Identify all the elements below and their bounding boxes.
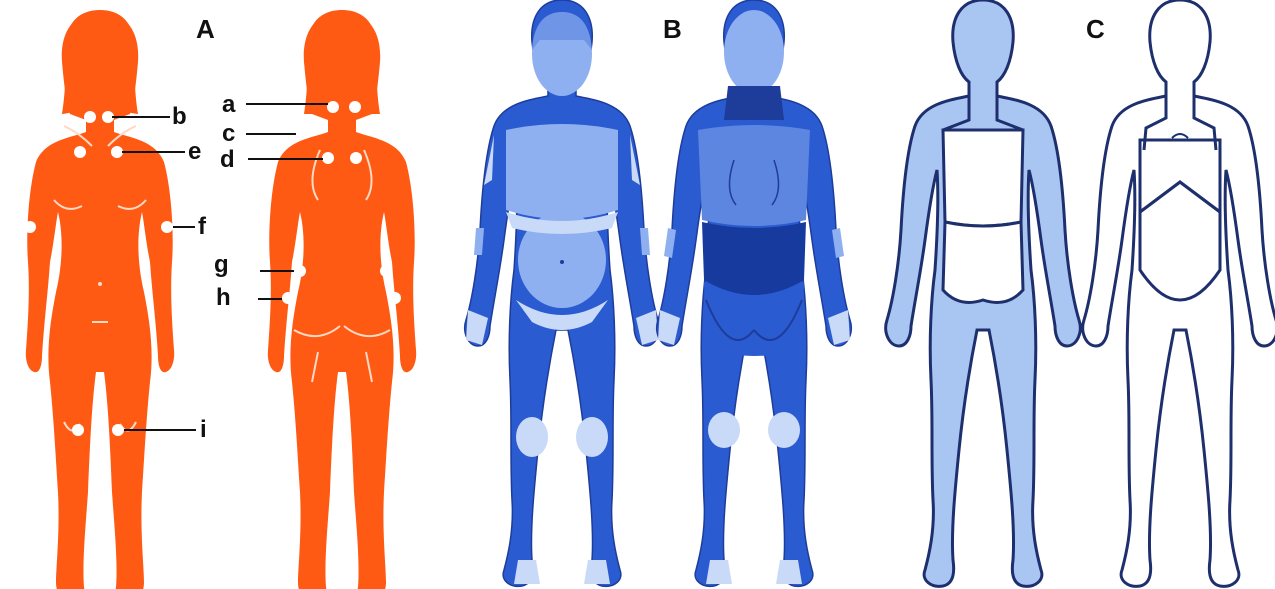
tender-point-marker <box>282 292 294 304</box>
tender-point-label-b: b <box>172 103 187 130</box>
panel-label-b: B <box>663 14 682 44</box>
tender-point-marker <box>161 221 173 233</box>
tender-point-label-e: e <box>188 138 201 165</box>
panel-c-back-silhouette <box>1083 0 1275 586</box>
panel-a-front-silhouette <box>26 10 174 589</box>
tender-point-label-f: f <box>198 213 207 240</box>
panel-c-front-silhouette <box>886 0 1081 586</box>
tender-point-marker <box>380 265 392 277</box>
tender-point-marker <box>349 101 361 113</box>
tender-point-label-h: h <box>216 284 231 311</box>
tender-point-marker <box>84 111 96 123</box>
panel-b-front-silhouette <box>465 0 660 586</box>
panel-c: C <box>886 0 1275 586</box>
tender-point-marker <box>74 146 86 158</box>
tender-point-marker <box>111 146 123 158</box>
tender-point-label-c: c <box>222 120 235 147</box>
tender-point-label-a: a <box>222 91 236 118</box>
tender-point-labels: a b c d e f g h i <box>172 91 236 443</box>
tender-point-marker <box>322 152 334 164</box>
panel-a: A <box>24 10 416 589</box>
tender-point-marker <box>112 424 124 436</box>
tender-point-label-d: d <box>220 146 235 173</box>
panel-b-back-silhouette <box>657 0 852 586</box>
tender-point-marker <box>350 152 362 164</box>
tender-point-marker <box>389 292 401 304</box>
panel-b: B <box>465 0 852 586</box>
tender-point-marker <box>327 101 339 113</box>
tender-point-marker <box>72 424 84 436</box>
panel-label-a: A <box>196 14 215 44</box>
tender-point-marker <box>294 265 306 277</box>
tender-point-marker <box>24 221 36 233</box>
tender-point-marker <box>376 128 388 140</box>
panel-label-c: C <box>1086 14 1105 44</box>
tender-point-label-g: g <box>214 251 229 278</box>
tender-point-label-i: i <box>200 416 207 443</box>
